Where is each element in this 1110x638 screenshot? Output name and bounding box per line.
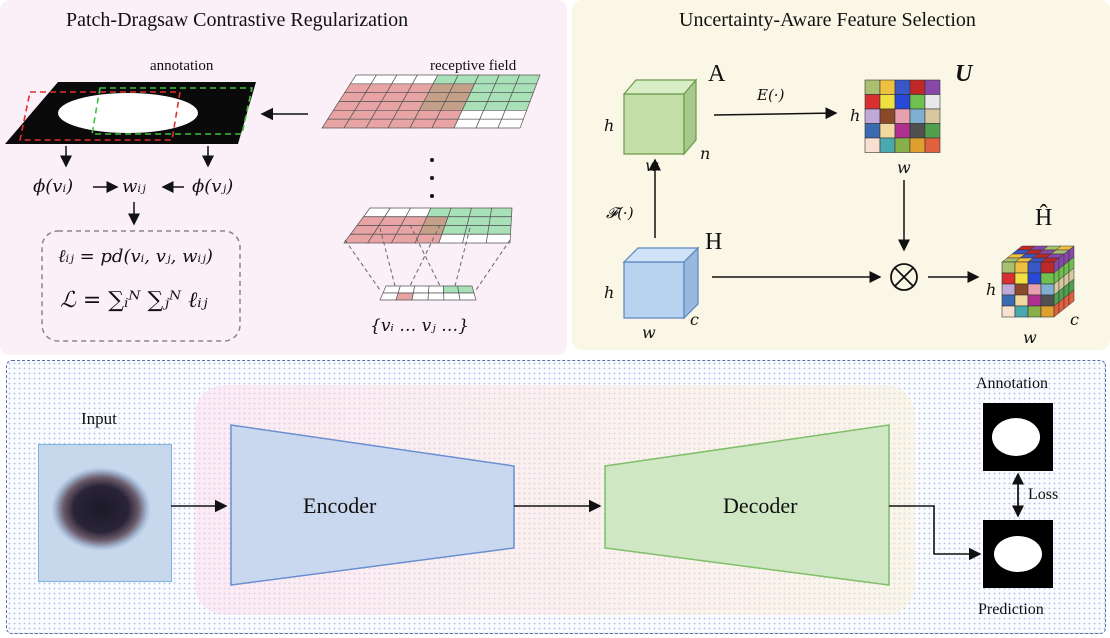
U-h: h [850, 106, 861, 125]
input-image [38, 444, 172, 582]
hhat-side-cell [1068, 289, 1075, 306]
right-panel-graphics [622, 78, 1075, 320]
cube-H [622, 246, 700, 320]
input-label: Input [81, 409, 117, 428]
Hhat-w: w [1023, 328, 1037, 347]
total-loss-equation: ℒ = ∑ᵢᴺ ∑ⱼᴺ ℓᵢⱼ [60, 288, 208, 313]
H-w: w [642, 323, 656, 342]
encoder-label: Encoder [303, 493, 377, 518]
phi-vi: ϕ(vᵢ) [33, 176, 74, 197]
small-grid [343, 207, 513, 244]
receptive-field-grid [321, 74, 541, 129]
label-H: H [705, 229, 723, 255]
grid-cell [497, 118, 524, 129]
label-A: A [708, 61, 726, 87]
annotation-label: annotation [150, 58, 214, 74]
A-w: w [645, 156, 659, 175]
uncertainty-cell [924, 137, 941, 153]
H-c: c [690, 310, 699, 329]
decoder-block [604, 424, 890, 586]
H-h: h [604, 283, 615, 302]
grid-cell [485, 233, 511, 244]
annotation-slab [5, 82, 256, 144]
Hhat-c: c [1070, 310, 1079, 329]
label-U: U [955, 61, 973, 87]
annotation-output-label: Annotation [976, 375, 1048, 392]
label-F: 𝓕(·) [606, 204, 634, 222]
label-E: E(·) [757, 86, 785, 104]
U-w: w [897, 158, 911, 177]
phi-vj: ϕ(vⱼ) [192, 176, 234, 197]
cube-A [622, 78, 698, 156]
encoder-block [230, 424, 515, 586]
Hhat-h: h [986, 280, 997, 299]
grid-cell [458, 292, 477, 301]
label-Hhat: Ĥ [1035, 205, 1053, 231]
otimes-icon [890, 263, 918, 291]
vertex-set: {vᵢ … vⱼ …} [370, 316, 469, 336]
A-n: n [700, 144, 711, 163]
decoder-label: Decoder [723, 493, 798, 518]
loss-equation: ℓᵢⱼ = pd(vᵢ, vⱼ, wᵢⱼ) [58, 246, 213, 267]
loss-label: Loss [1028, 486, 1059, 503]
uncertainty-map-grid [864, 79, 941, 153]
receptive-field-label: receptive field [430, 58, 517, 74]
prediction-label: Prediction [978, 601, 1044, 618]
hhat-front-cell [1040, 305, 1055, 318]
w-ij: wᵢⱼ [122, 176, 146, 197]
tiny-grid [379, 285, 477, 301]
right-panel-title: Uncertainty-Aware Feature Selection [679, 9, 976, 31]
left-panel-graphics [5, 74, 541, 342]
A-h: h [604, 116, 615, 135]
cube-Hhat [1001, 245, 1075, 318]
left-panel-title: Patch-Dragsaw Contrastive Regularization [66, 9, 409, 31]
